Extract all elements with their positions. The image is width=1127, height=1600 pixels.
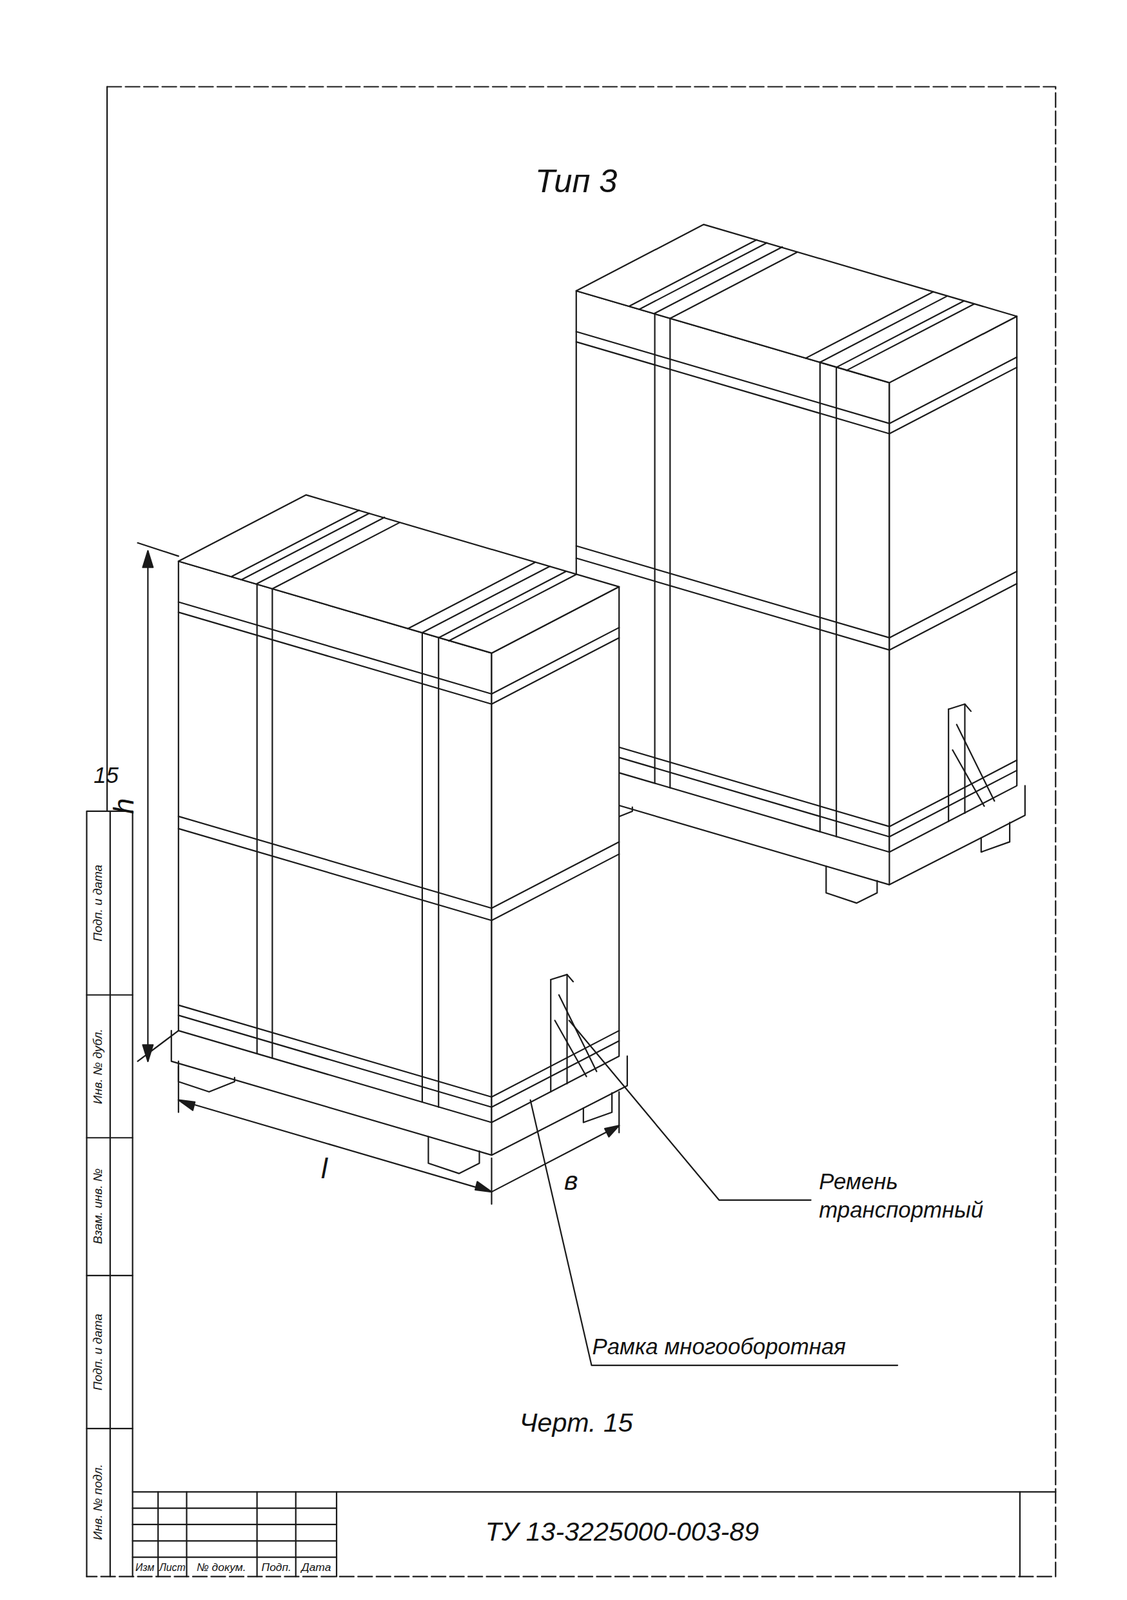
dimension-label: h <box>108 798 142 815</box>
stamp-field: Дата <box>301 1560 331 1574</box>
dimension-label: в <box>564 1166 578 1197</box>
stamp-field: Инв. № подл. <box>92 1463 107 1540</box>
stamp-field: Подп. и дата <box>92 1313 107 1391</box>
stamp-field: Лист <box>159 1560 186 1573</box>
drawing-type: Тип 3 <box>535 163 618 201</box>
stamp-field: Изм <box>135 1560 155 1573</box>
figure-caption: Черт. 15 <box>519 1408 634 1439</box>
callout-label: Рамка многооборотная <box>592 1333 846 1360</box>
page-number: 15 <box>93 762 119 789</box>
stamp-field: Взам. инв. № <box>92 1168 107 1244</box>
stamp-field: Подп. и дата <box>92 864 107 942</box>
document-code: ТУ 13-3225000-003-89 <box>485 1517 759 1548</box>
dimension-label: l <box>321 1152 328 1186</box>
stamp-field: № докум. <box>196 1560 247 1574</box>
callout-label: Ремень транспортный <box>818 1167 972 1224</box>
stamp-field: Подп. <box>261 1560 292 1574</box>
stamp-field: Инв. № дубл. <box>92 1028 107 1104</box>
